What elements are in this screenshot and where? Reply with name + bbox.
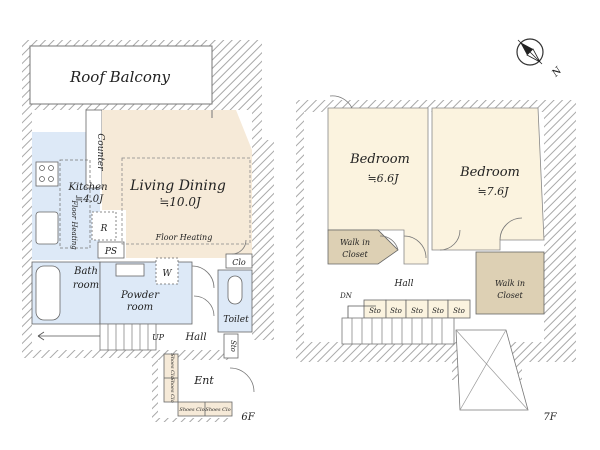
floor-7f xyxy=(296,95,576,411)
storage-row-7f xyxy=(363,299,471,319)
stairs-6f xyxy=(37,323,157,351)
floor-label-6f: 6F xyxy=(241,412,255,423)
compass-icon xyxy=(516,38,544,66)
washer xyxy=(155,257,179,285)
shoes-closet-label-3: Shoes Clo xyxy=(179,407,204,413)
living-dining-area xyxy=(102,110,252,258)
roof-balcony-label: Roof Balcony xyxy=(69,68,171,86)
shoes-closet-label-1: Shoes Clo xyxy=(169,353,175,378)
storage-label-7f-1: Sto xyxy=(369,307,381,315)
living-size-label: ≒10.0J xyxy=(159,195,202,209)
stairs-7f xyxy=(341,305,455,345)
storage-label-7f-2: Sto xyxy=(390,307,402,315)
roof-balcony xyxy=(29,45,213,105)
bedroom-2-label: Bedroom xyxy=(459,165,520,180)
storage-6f xyxy=(223,333,239,359)
refrigerator-label: R xyxy=(100,224,108,234)
floor-6f xyxy=(22,40,282,430)
walk-in-closet-2-label-2: Closet xyxy=(497,291,523,300)
floor-heating-vertical-label: Floor Heating xyxy=(70,199,78,250)
bathtub xyxy=(35,265,61,321)
powder-room-label-2: room xyxy=(127,302,153,313)
storage-label-7f-5: Sto xyxy=(453,307,465,315)
closet-6f xyxy=(225,253,253,269)
living-dining-label: Living Dining xyxy=(129,178,226,194)
stove xyxy=(35,161,59,187)
walk-in-closet-2-label-1: Walk in xyxy=(495,279,525,288)
walk-in-closet-2 xyxy=(475,251,545,315)
storage-label-6f: Sto xyxy=(229,340,237,352)
storage-label-7f-4: Sto xyxy=(432,307,444,315)
stairwell-void xyxy=(455,329,529,411)
walk-in-closet-1-label-2: Closet xyxy=(342,250,368,259)
refrigerator xyxy=(91,211,117,241)
bathroom-label-2: room xyxy=(73,280,99,291)
vanity xyxy=(115,263,145,277)
powder-room-label-1: Powder xyxy=(120,290,160,301)
bedroom-2-size-label: ≒7.6J xyxy=(477,185,509,198)
ps-label: PS xyxy=(104,247,117,257)
entrance-label: Ent xyxy=(193,374,214,387)
compass-north-label: N xyxy=(550,64,566,80)
bedroom-1-size-label: ≒6.6J xyxy=(367,172,399,185)
shoes-closet-label-2: Shoes Clo xyxy=(169,377,175,402)
bathroom-label-1: Bath xyxy=(73,266,98,277)
closet-label: Clo xyxy=(232,258,246,267)
up-label: UP xyxy=(152,333,165,342)
washer-label: W xyxy=(162,269,172,279)
hall-label-6f: Hall xyxy=(184,332,206,343)
storage-label-7f-3: Sto xyxy=(411,307,423,315)
shoes-closet-label-4: Shoes Clo xyxy=(205,407,230,413)
kitchen-label: Kitchen xyxy=(67,182,107,193)
kitchen-sink xyxy=(35,211,59,245)
floor-label-7f: 7F xyxy=(543,412,557,423)
floor-heating-label: Floor Heating xyxy=(155,233,213,242)
walk-in-closet-1 xyxy=(327,229,399,265)
toilet-label: Toilet xyxy=(223,315,249,325)
kitchen-size-label: ≒4.0J xyxy=(75,194,104,205)
dn-label: DN xyxy=(339,292,353,300)
hall-label-7f: Hall xyxy=(394,279,414,289)
bedroom-1-label: Bedroom xyxy=(349,152,410,167)
pipe-space xyxy=(97,241,125,259)
counter-label: Counter xyxy=(95,133,105,171)
walk-in-closet-1-label-1: Walk in xyxy=(340,238,370,247)
